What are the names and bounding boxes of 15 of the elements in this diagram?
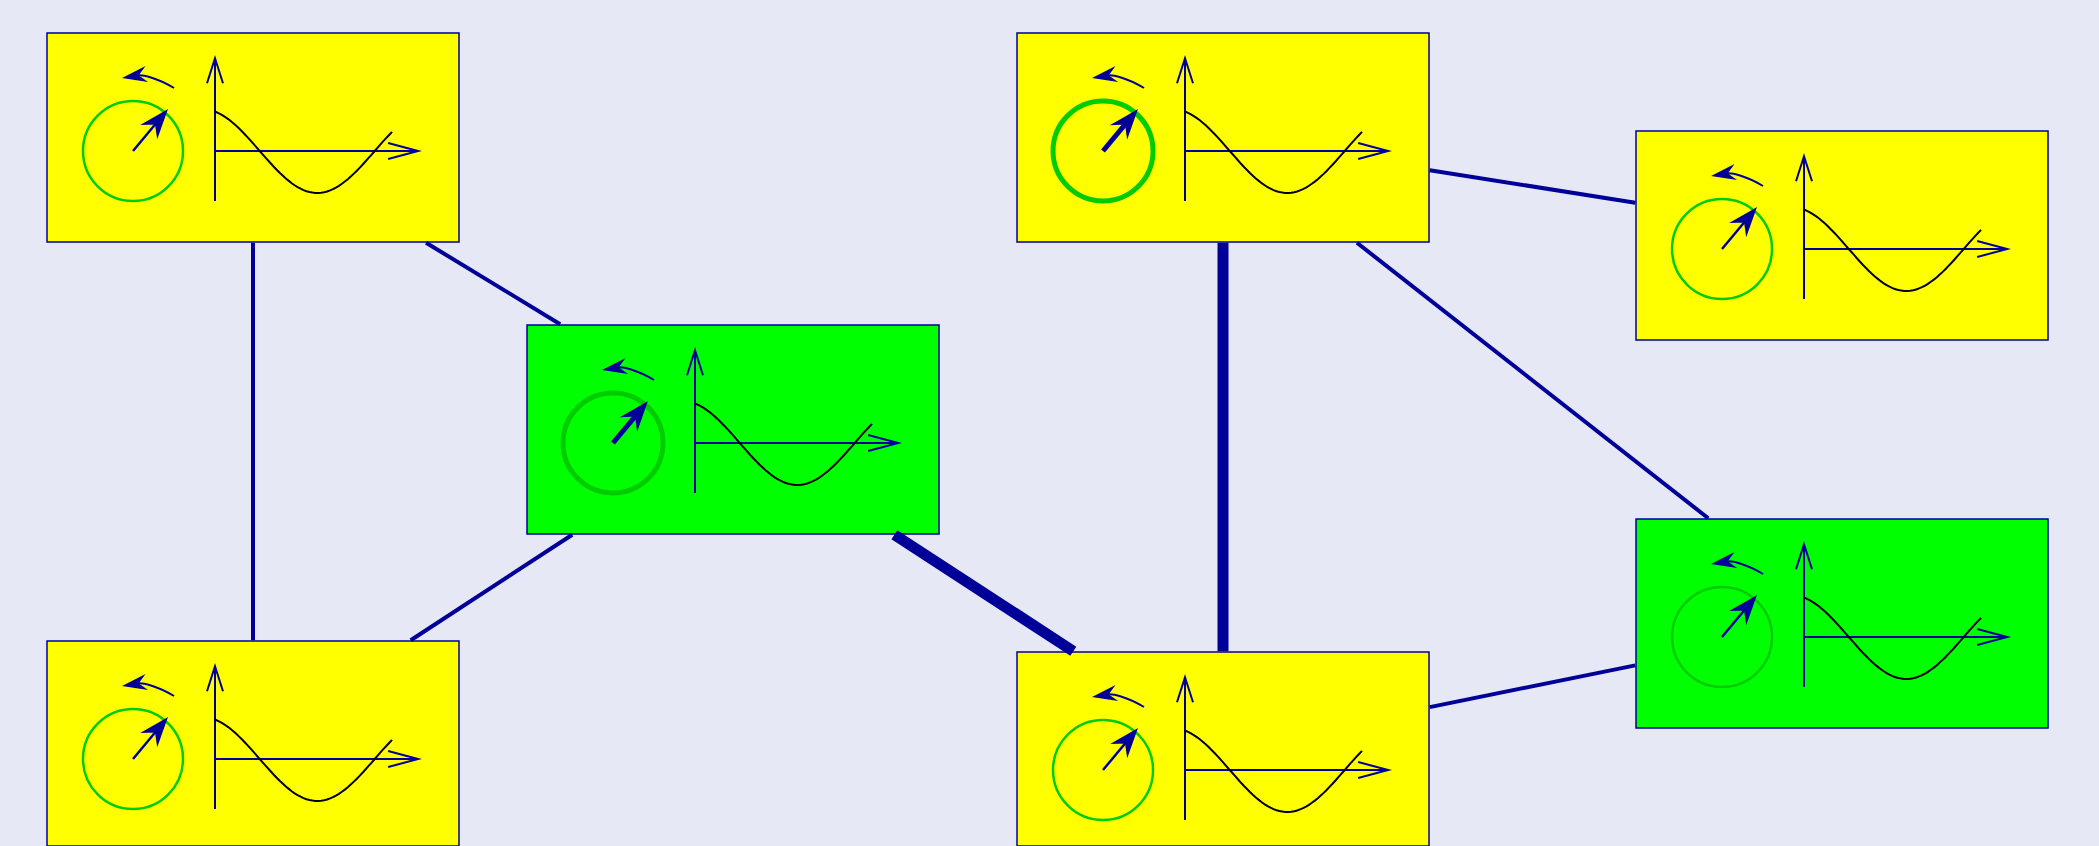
connector-line (1355, 241, 1710, 520)
connector-line (251, 242, 255, 641)
panel-box (1016, 32, 1430, 243)
connector-line (1217, 242, 1229, 652)
panel-box (46, 640, 460, 846)
panel-box (1635, 518, 2049, 729)
panel-box (1635, 130, 2049, 341)
panel-box (1016, 651, 1430, 846)
panel-box (46, 32, 460, 243)
connector-line (1429, 168, 1636, 205)
connector-line (409, 533, 574, 642)
connector-line (425, 241, 562, 326)
connector-line (1429, 663, 1636, 710)
connector-line (891, 530, 1077, 656)
panel-box (526, 324, 940, 535)
